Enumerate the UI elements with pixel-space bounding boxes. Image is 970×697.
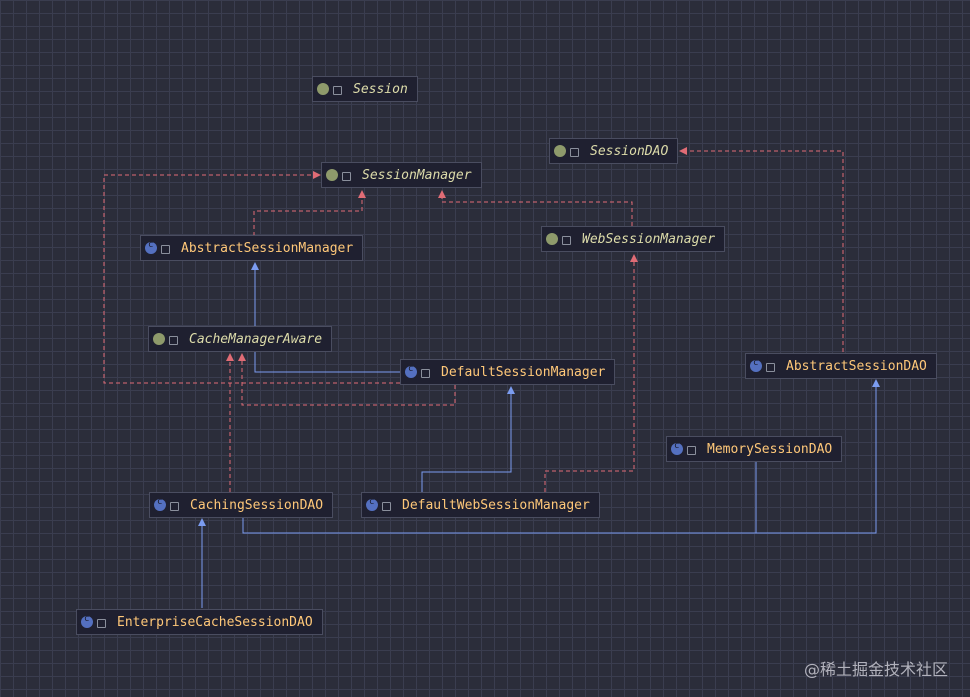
node-label: EnterpriseCacheSessionDAO xyxy=(117,614,313,630)
abstract-class-icon xyxy=(750,358,762,372)
interface-icon xyxy=(317,83,329,95)
interface-icon xyxy=(546,233,558,245)
interface-icon xyxy=(326,169,338,181)
class-icon xyxy=(405,364,417,378)
node-default-web-session-manager[interactable]: DefaultWebSessionManager xyxy=(361,492,600,518)
node-caching-session-dao[interactable]: CachingSessionDAO xyxy=(149,492,334,518)
node-enterprise-cache-session-dao[interactable]: EnterpriseCacheSessionDAO xyxy=(76,609,323,635)
interface-icon xyxy=(554,145,566,157)
node-label: AbstractSessionDAO xyxy=(786,358,927,374)
watermark: @稀土掘金技术社区 xyxy=(803,660,948,679)
class-icon xyxy=(81,614,93,628)
lock-icon xyxy=(342,171,351,181)
lock-icon xyxy=(687,445,696,455)
node-label: CacheManagerAware xyxy=(189,331,323,347)
edge-dwsm-websessionmanager xyxy=(544,254,638,492)
node-label: WebSessionManager xyxy=(582,231,716,247)
edge-csd-abstractsessiondao xyxy=(242,518,876,534)
node-label: SessionManager xyxy=(362,167,472,183)
lock-icon xyxy=(169,335,178,345)
edge-dwsm-defaultsessionmanager xyxy=(421,386,515,492)
class-icon xyxy=(366,497,378,511)
node-default-session-manager[interactable]: DefaultSessionManager xyxy=(400,359,616,385)
lock-icon xyxy=(570,147,579,157)
node-abstract-session-manager[interactable]: AbstractSessionManager xyxy=(140,235,364,261)
node-web-session-manager[interactable]: WebSessionManager xyxy=(541,226,726,252)
lock-icon xyxy=(161,244,170,254)
edge-asd-sessiondao xyxy=(679,147,844,352)
node-label: Session xyxy=(353,81,408,97)
abstract-class-icon xyxy=(145,240,157,254)
node-session-dao[interactable]: SessionDAO xyxy=(549,138,679,164)
edge-asm-sessionmanager xyxy=(253,190,366,236)
abstract-class-icon xyxy=(154,497,166,511)
node-session-manager[interactable]: SessionManager xyxy=(321,162,482,188)
node-label: SessionDAO xyxy=(590,143,669,159)
edge-wsm-sessionmanager xyxy=(438,190,633,226)
node-label: AbstractSessionManager xyxy=(181,240,354,256)
edge-dsm-cachemanageraware xyxy=(238,353,456,406)
edge-dsm-sessionmanager xyxy=(103,171,400,384)
node-label: DefaultWebSessionManager xyxy=(402,497,590,513)
node-session[interactable]: Session xyxy=(312,76,418,102)
interface-icon xyxy=(153,333,165,345)
node-label: MemorySessionDAO xyxy=(707,441,833,457)
node-memory-session-dao[interactable]: MemorySessionDAO xyxy=(666,436,843,462)
node-abstract-session-dao[interactable]: AbstractSessionDAO xyxy=(745,353,937,379)
node-cache-manager-aware[interactable]: CacheManagerAware xyxy=(148,326,333,352)
class-icon xyxy=(671,441,683,455)
lock-icon xyxy=(333,85,342,95)
node-label: CachingSessionDAO xyxy=(190,497,324,513)
lock-icon xyxy=(382,501,391,511)
lock-icon xyxy=(170,501,179,511)
node-label: DefaultSessionManager xyxy=(441,364,606,380)
edge-dsm-abstractsessionmanager xyxy=(251,262,400,373)
lock-icon xyxy=(421,368,430,378)
lock-icon xyxy=(562,235,571,245)
lock-icon xyxy=(766,362,775,372)
lock-icon xyxy=(97,618,106,628)
